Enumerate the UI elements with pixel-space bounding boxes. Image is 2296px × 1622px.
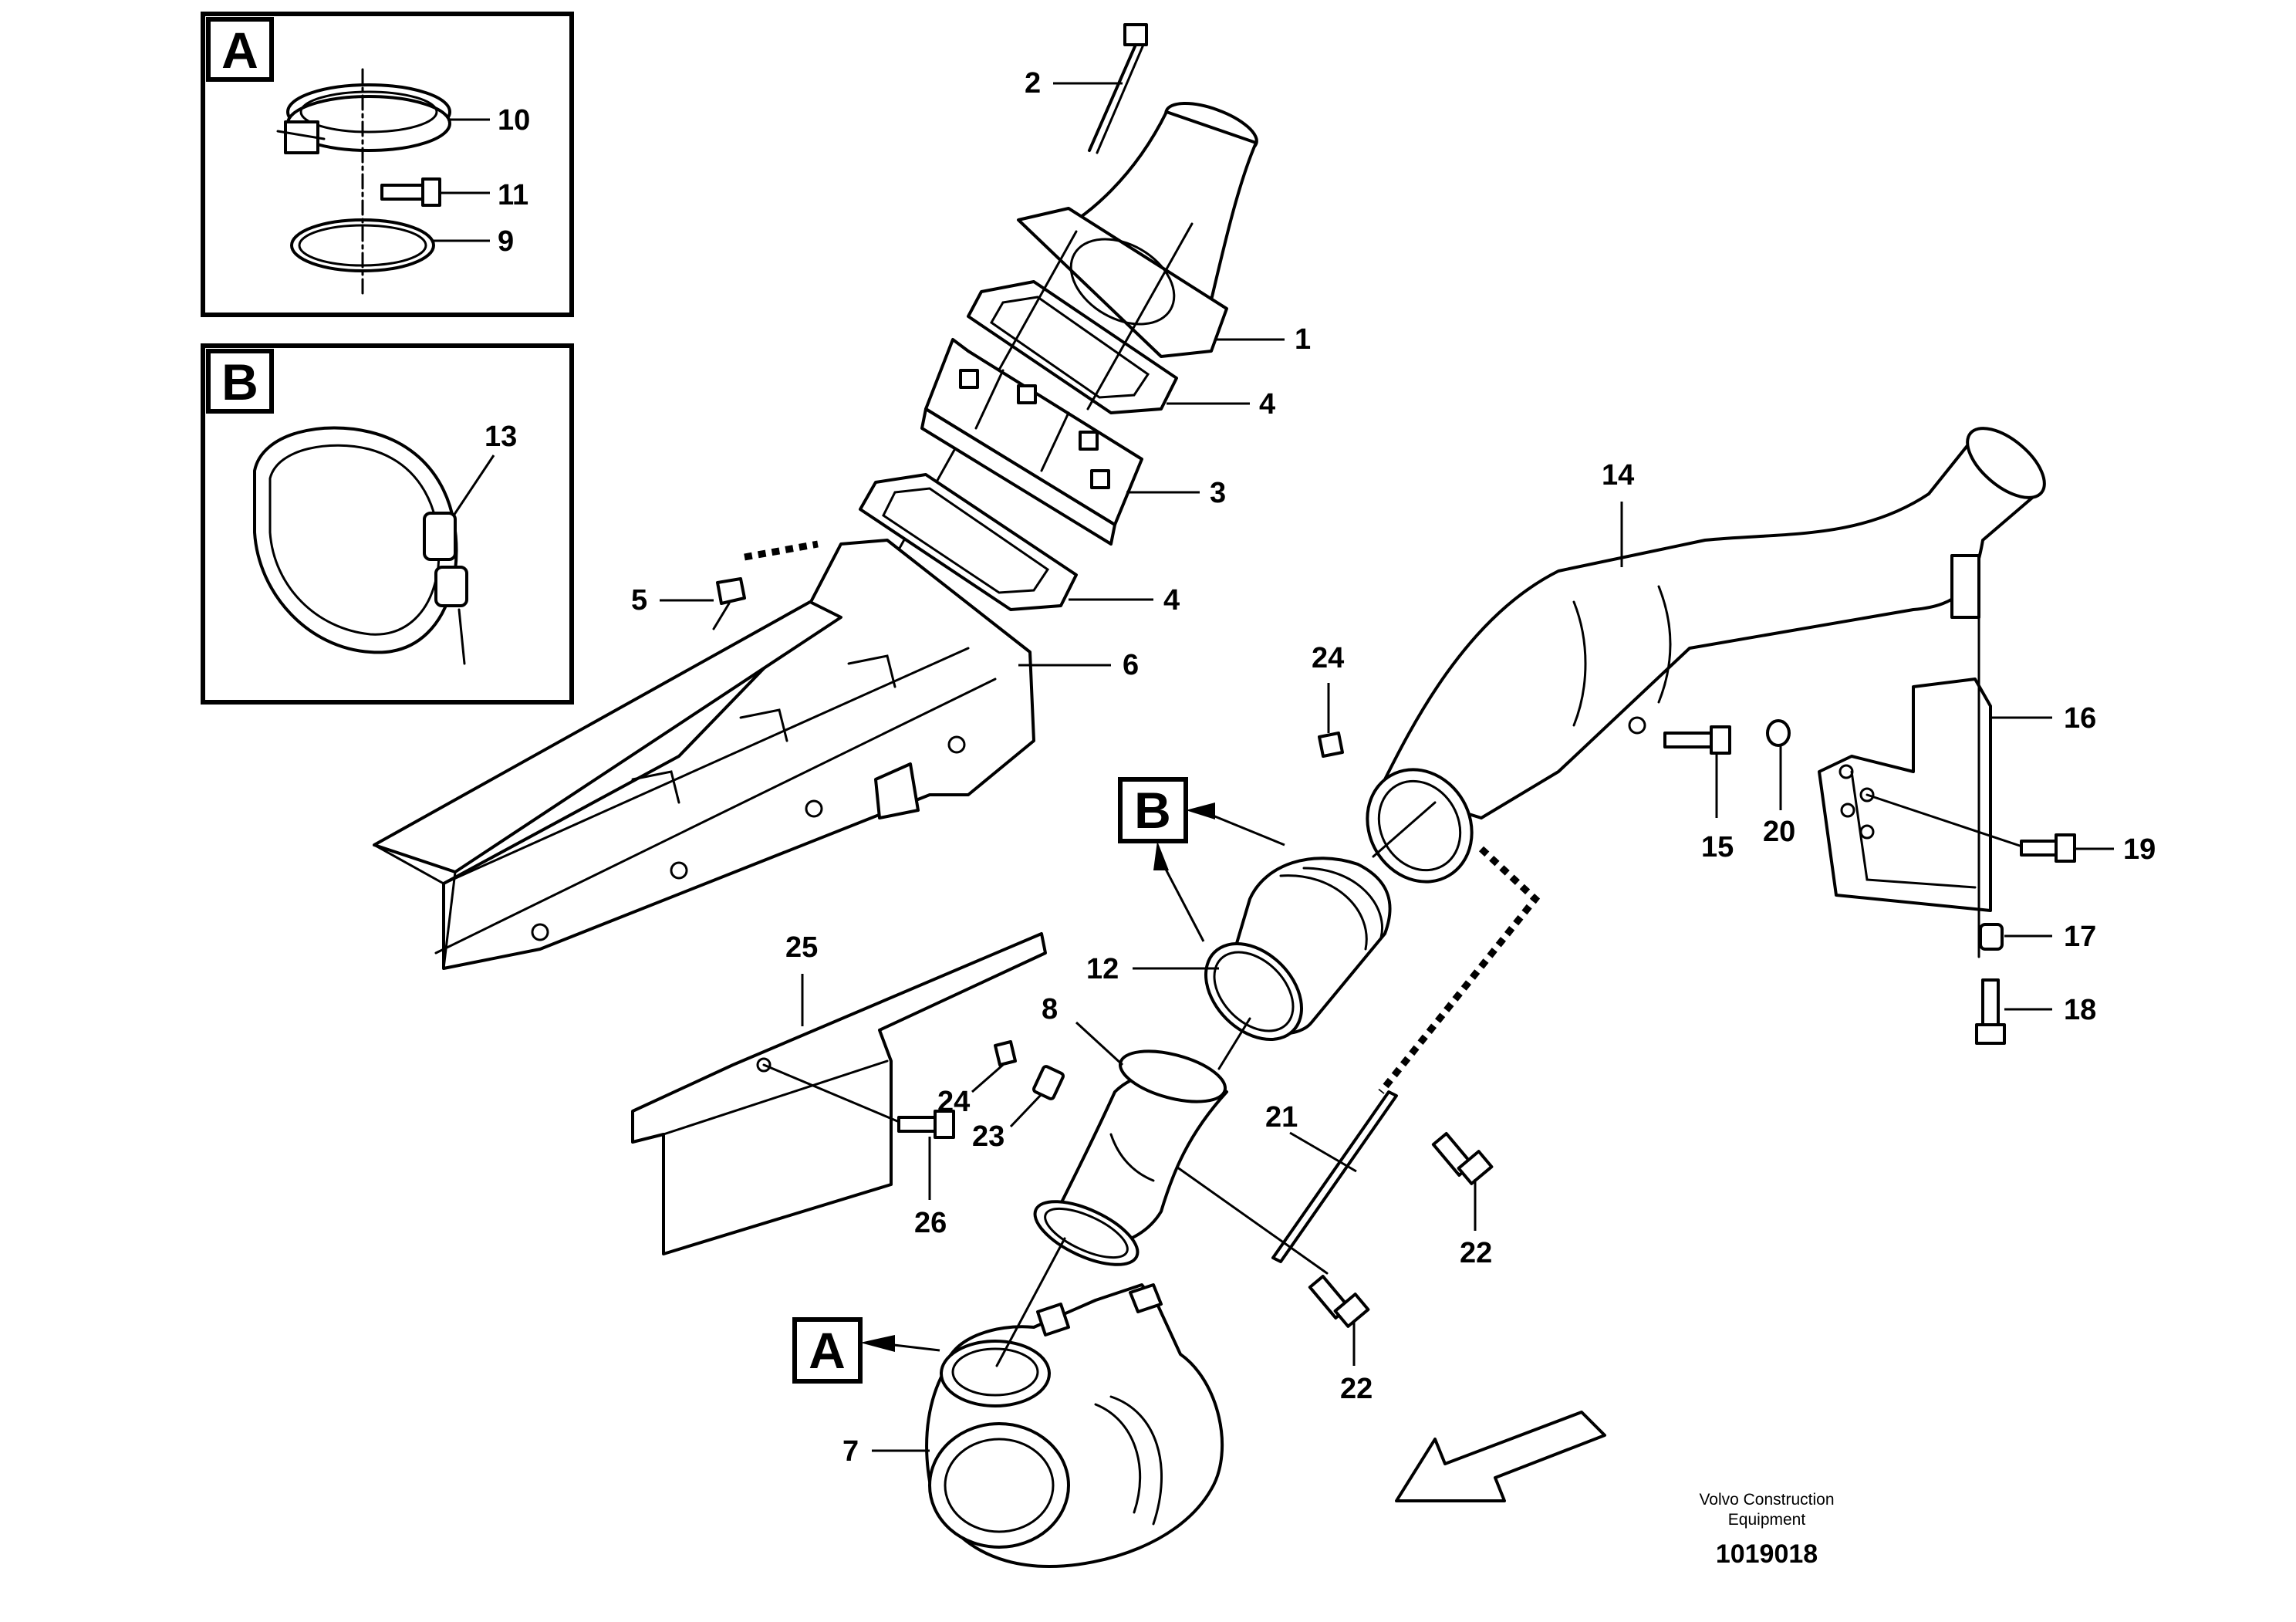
label-part-14: 14 [1602,459,1634,492]
inlet-elbow-part [1017,102,1258,358]
label-part-11: 11 [498,179,528,211]
label-part-22-lower: 22 [1340,1373,1373,1405]
plate-bolt-right-part [1431,1132,1494,1185]
gasket-lower-part [859,473,1078,611]
spacer-sleeve-part [1032,1065,1065,1100]
label-part-1: 1 [1295,323,1311,356]
label-part-8: 8 [1042,993,1058,1026]
detail-view-a: A 10 11 9 [201,12,574,317]
detail-view-b-letter: B [221,353,258,411]
document-number: 1019018 [1716,1539,1818,1569]
callout-view-b: B [1118,777,1285,942]
label-part-5: 5 [631,584,647,617]
heat-shield-plate-part [1271,1090,1398,1263]
flexible-bellows-part [1204,857,1392,1041]
brand-line-1: Volvo Construction [1699,1491,1834,1509]
pipe-mount-bolt-part [1663,725,1731,755]
label-part-4-upper: 4 [1259,388,1275,421]
label-part-20: 20 [1763,816,1795,848]
plate-bolt-lower-part [1308,1275,1370,1328]
clamp-bolt-part [380,177,441,207]
label-part-3: 3 [1210,477,1226,509]
label-part-15: 15 [1701,831,1734,863]
label-part-21: 21 [1265,1101,1298,1134]
label-part-6: 6 [1123,649,1139,681]
label-part-22-right: 22 [1460,1237,1492,1269]
detail-view-b: B 13 [201,343,574,705]
label-part-16: 16 [2064,702,2096,735]
turbocharger-part [925,1283,1224,1568]
v-band-clamp-part [253,426,468,665]
label-part-10: 10 [498,104,530,137]
label-part-18: 18 [2064,994,2096,1026]
label-part-13: 13 [485,421,517,453]
label-part-7: 7 [842,1435,859,1468]
label-part-12: 12 [1086,953,1119,985]
label-part-2: 2 [1025,67,1041,100]
brand-line-2: Equipment [1728,1511,1806,1529]
detail-view-a-letter: A [221,22,258,79]
nut-lower-part [994,1040,1017,1066]
long-bolt-part [1088,23,1148,154]
svg-text:A: A [809,1322,846,1379]
heat-shield-bolt-part [897,1110,955,1139]
washer-part [1766,719,1791,747]
long-bracket-bolt-part [1975,978,2006,1045]
forward-direction-arrow-icon [1395,1411,1606,1502]
clamp-ring-part [276,83,451,154]
heat-shield-part [631,932,1047,1255]
detail-view-a-tag [206,17,274,82]
label-part-4-lower: 4 [1163,584,1180,617]
exhaust-manifold-part [373,539,1035,970]
support-bracket-part [1818,678,1992,912]
label-part-24-upper: 24 [1312,642,1344,674]
label-part-23: 23 [972,1120,1004,1153]
flange-nut-part [712,577,746,630]
label-part-26: 26 [914,1207,947,1239]
gasket-upper-part [967,280,1178,414]
label-part-17: 17 [2064,921,2096,953]
nut-upper-part [1318,732,1344,758]
label-part-25: 25 [785,931,818,964]
callout-view-a: A [792,1317,940,1384]
label-part-19: 19 [2123,833,2156,866]
footer-brand: Volvo Construction Equipment 1019018 [1699,1491,1834,1569]
svg-text:B: B [1134,782,1171,839]
label-part-9: 9 [498,225,514,258]
spacer-part [1979,923,2004,951]
detail-view-b-tag [206,349,274,414]
bracket-bolt-part [2020,833,2076,863]
